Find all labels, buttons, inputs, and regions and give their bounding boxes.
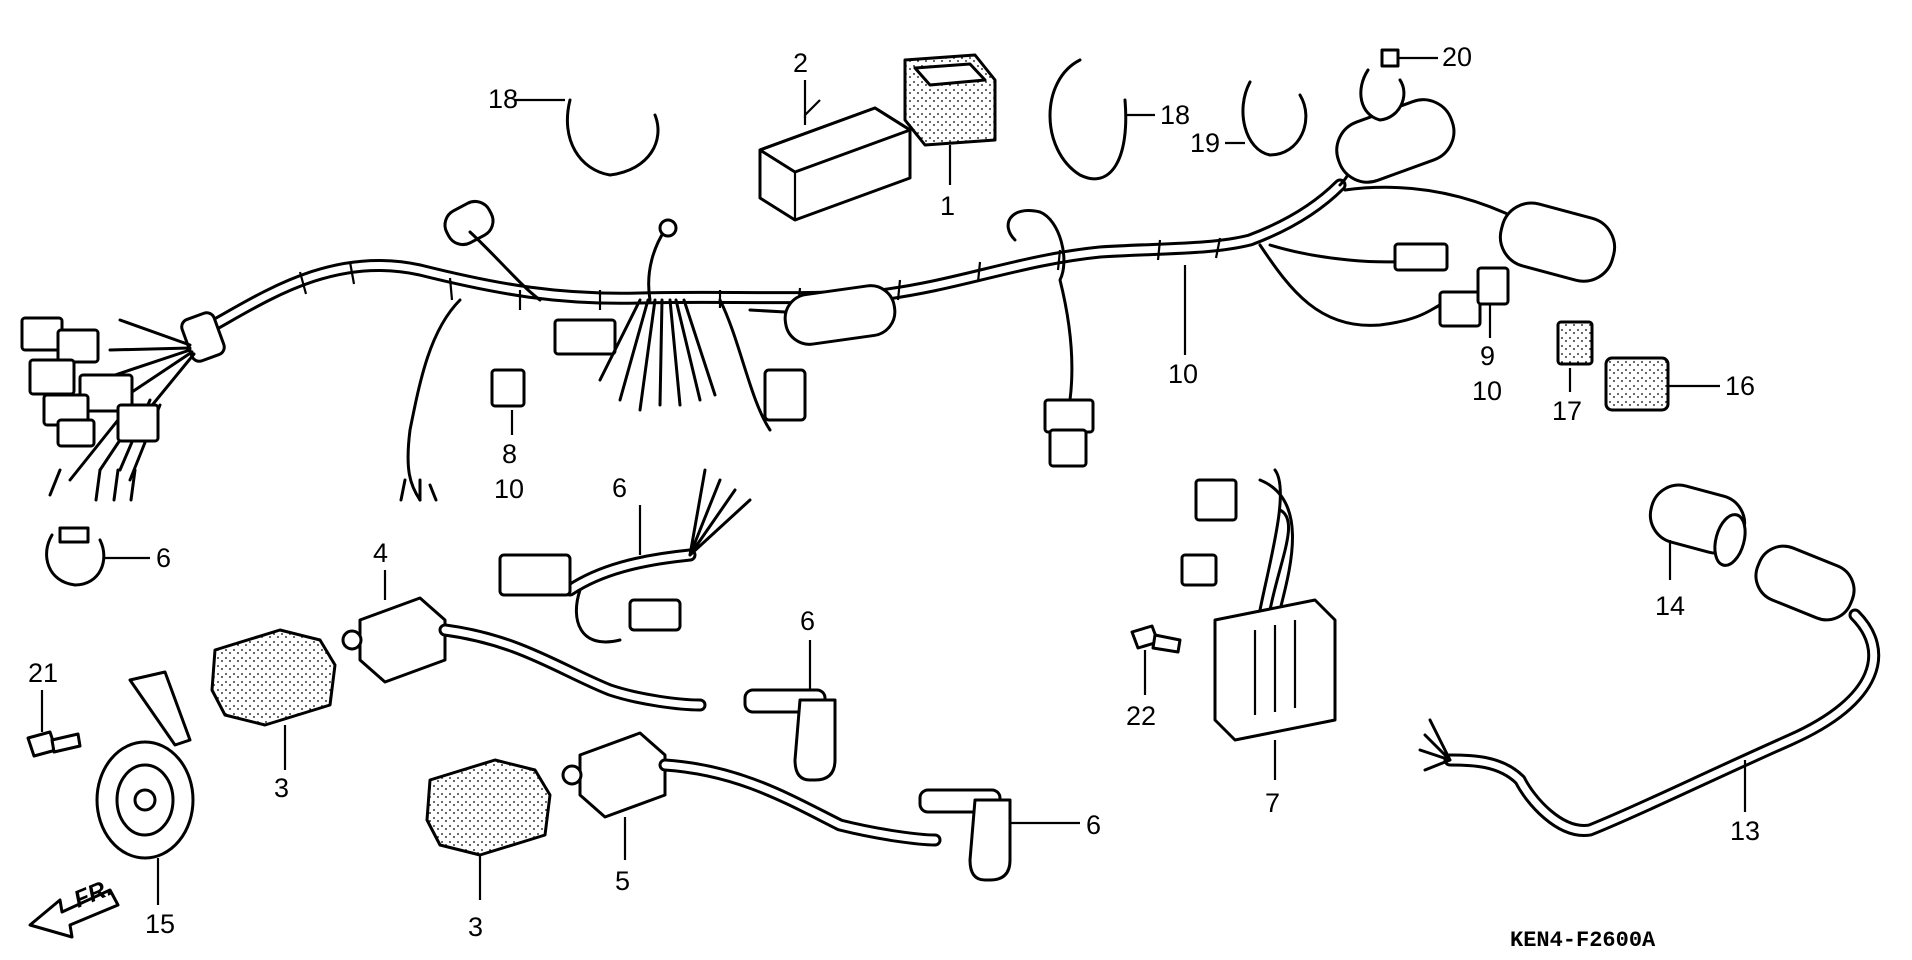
part-4-ignition-coil: 4: [341, 538, 707, 712]
callout-15: 15: [145, 909, 175, 939]
part-6-plug-cap-lower: 6: [918, 788, 1101, 882]
callout-3b: 3: [468, 912, 483, 942]
callout-16: 16: [1725, 371, 1755, 401]
part-2-control-unit: 2: [758, 48, 912, 222]
part-20-band: 20: [1359, 42, 1472, 122]
callout-2: 2: [793, 48, 808, 78]
callout-10: 10: [1168, 359, 1198, 389]
part-7-regulator-rectifier: 7: [1180, 468, 1337, 818]
callout-13: 14: [1655, 591, 1685, 621]
callout-9: 9: [1480, 341, 1495, 371]
callout-6a: 6: [800, 606, 815, 636]
part-15-horn: 15: [95, 670, 195, 939]
callout-8-sub: 10: [494, 474, 524, 504]
part-12-sub-harness: 6: [498, 468, 752, 644]
part-3-cover-upper: 3: [210, 628, 337, 803]
callout-22: 22: [1126, 701, 1156, 731]
callout-3a: 3: [274, 773, 289, 803]
callout-20: 20: [1442, 42, 1472, 72]
callout-14: 6: [156, 543, 171, 573]
part-18-band-right: 18: [1048, 58, 1190, 181]
callout-18a: 18: [488, 84, 518, 114]
callout-4: 4: [373, 538, 388, 568]
part-1-connector-cover: 1: [903, 53, 997, 221]
part-18-band-left: 18: [488, 84, 660, 177]
callout-9-sub: 10: [1472, 376, 1502, 406]
part-17-connector: 17: [1552, 320, 1594, 426]
part-6-plug-cap-upper: 6: [743, 606, 837, 782]
part-8-relay: 8 10: [490, 368, 526, 504]
callout-12: 6: [612, 473, 627, 503]
callout-6b: 6: [1086, 810, 1101, 840]
callout-8: 8: [502, 439, 517, 469]
callout-11: 13: [1730, 816, 1760, 846]
callout-21: 21: [28, 658, 58, 688]
callout-17: 17: [1552, 396, 1582, 426]
part-5-ignition-coil: 5: [561, 731, 942, 896]
part-3-cover-lower: 3: [425, 758, 552, 942]
part-14-band: 6: [45, 526, 171, 587]
part-22-bolt: 22: [1126, 624, 1182, 731]
harness-callout-10: 10: [1168, 265, 1198, 389]
callout-7: 7: [1265, 788, 1280, 818]
callout-5: 5: [615, 866, 630, 896]
callout-19: 19: [1190, 128, 1220, 158]
part-16-flasher-relay: 16: [1604, 356, 1755, 412]
part-9-relay: 9 10: [1472, 266, 1510, 406]
part-11-sub-harness: 13: [1418, 544, 1881, 846]
part-21-bolt: 21: [26, 658, 82, 758]
part-19-band: 19: [1190, 80, 1308, 158]
front-direction-arrow: FR.: [28, 874, 120, 939]
part-13-boot: 14: [1648, 483, 1747, 621]
main-wire-harness: [20, 98, 1617, 502]
callout-18b: 18: [1160, 100, 1190, 130]
diagram-code: KEN4-F2600A: [1510, 928, 1656, 953]
callout-1: 1: [940, 191, 955, 221]
